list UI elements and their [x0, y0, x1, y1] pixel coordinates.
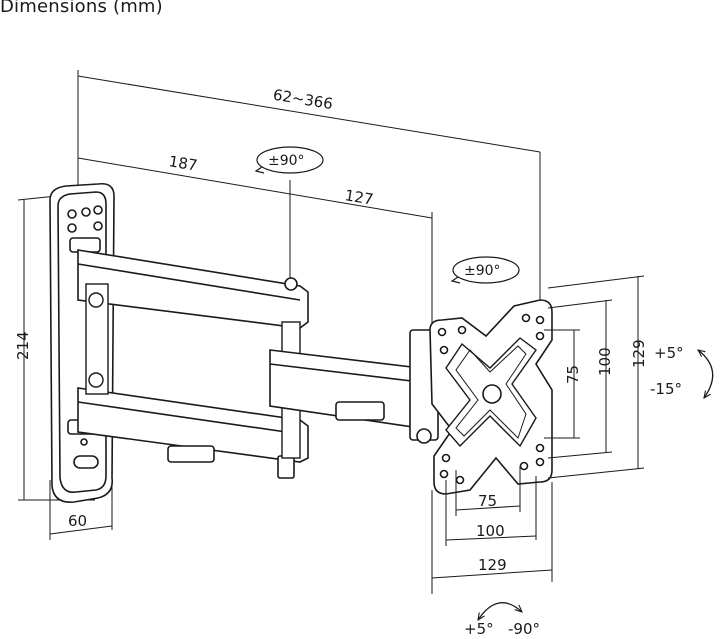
label-vesa-inner-v: 75 [564, 365, 582, 384]
dim-vesa-vertical [544, 275, 645, 479]
dim-overall-extension [77, 70, 541, 300]
arm-upper [77, 249, 309, 329]
vesa-plate [429, 299, 553, 495]
arm-head [269, 329, 439, 444]
label-head-swivel: ±90° [464, 263, 501, 279]
arm-swivel-indicator: ±90° [254, 146, 324, 174]
label-vesa-outer-v: 129 [630, 339, 648, 368]
diagram-title: Dimensions (mm) [0, 0, 163, 17]
label-vesa-mid-v: 100 [596, 347, 614, 376]
label-tilt-down: -15° [650, 380, 682, 398]
label-pan-right: -90° [508, 620, 540, 638]
arm-lower [77, 387, 309, 479]
label-arm2-length: 127 [344, 186, 375, 208]
label-wall-plate-width: 60 [68, 512, 87, 530]
label-tilt-up: +5° [654, 344, 684, 362]
label-vesa-outer-h: 129 [478, 556, 507, 574]
label-vesa-mid-h: 100 [476, 522, 505, 540]
head-swivel-indicator: ±90° [450, 256, 520, 284]
label-pan-left: +5° [464, 620, 494, 638]
label-arm1-length: 187 [168, 152, 199, 174]
dim-arm-lengths [77, 157, 433, 330]
pan-indicator: +5° -90° [464, 602, 540, 638]
dim-vesa-horizontal [431, 466, 553, 594]
label-wall-plate-height: 214 [14, 331, 32, 360]
label-arm-swivel: ±90° [268, 153, 305, 169]
tilt-indicator: +5° -15° [650, 344, 714, 398]
label-vesa-inner-h: 75 [478, 492, 497, 510]
